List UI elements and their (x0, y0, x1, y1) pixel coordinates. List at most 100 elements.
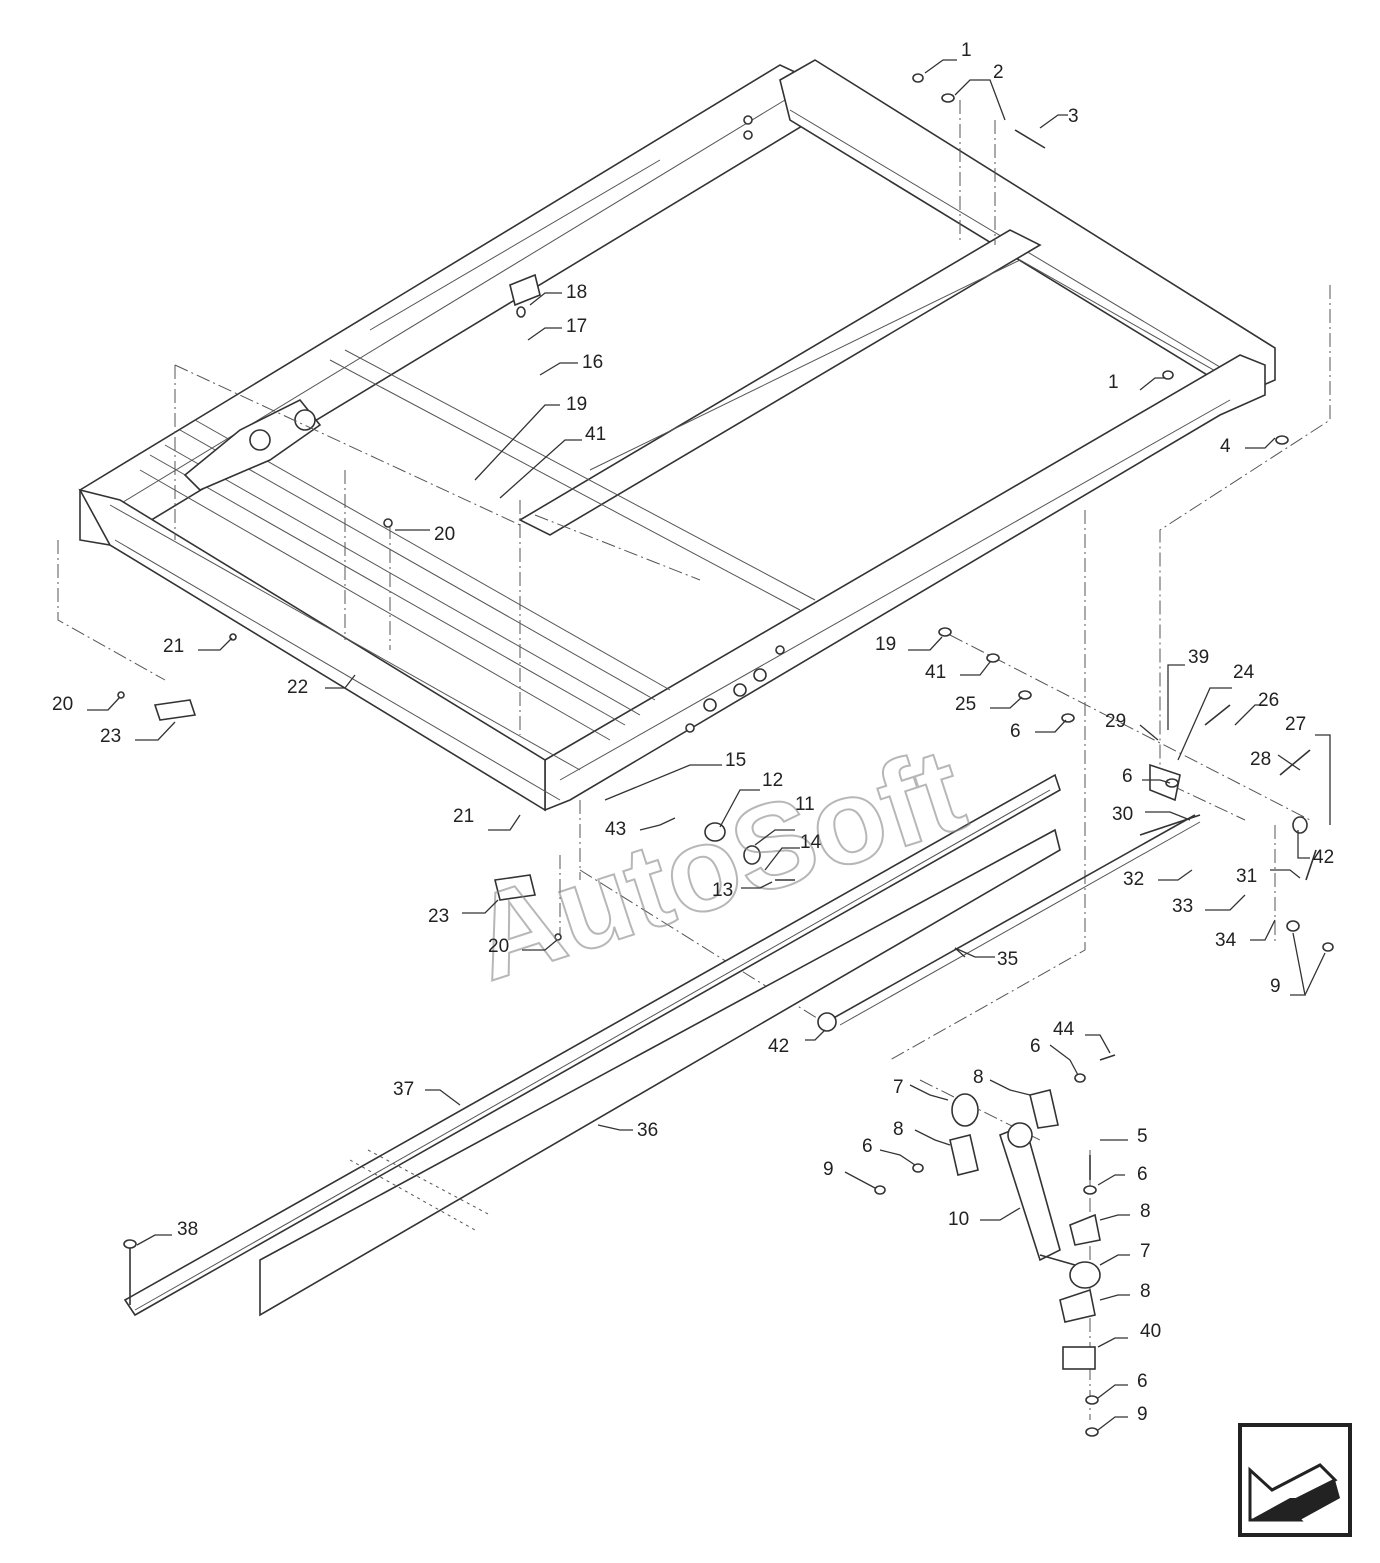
callout-24: 24 (1177, 662, 1255, 761)
callout-20-bottom: 20 (488, 936, 558, 957)
callout-label-12: 12 (762, 770, 783, 791)
callout-label-10: 10 (948, 1209, 969, 1230)
callout-19-right: 19 (875, 634, 943, 655)
callout-41-top: 41 (499, 424, 606, 499)
callout-label-1-right: 1 (1108, 372, 1119, 393)
callout-18: 18 (529, 282, 587, 306)
callout-label-31: 31 (1236, 866, 1257, 887)
back-arrow-icon[interactable] (1238, 1423, 1352, 1537)
callout-label-43: 43 (605, 819, 626, 840)
callout-label-35: 35 (997, 949, 1018, 970)
callout-label-40: 40 (1140, 1321, 1161, 1342)
callout-label-7-bottom: 7 (1140, 1241, 1151, 1262)
callout-label-37: 37 (393, 1079, 414, 1100)
callout-6-a: 6 (1010, 719, 1067, 742)
callout-label-3: 3 (1068, 106, 1079, 127)
callout-label-20-left: 20 (52, 694, 73, 715)
callout-9-right: 9 (1270, 932, 1326, 997)
callout-label-27: 27 (1285, 714, 1306, 735)
callout-20-mid: 20 (395, 524, 455, 545)
callout-label-29: 29 (1105, 711, 1126, 732)
callout-label-41-right: 41 (925, 662, 946, 683)
callout-43: 43 (605, 817, 676, 840)
callout-label-5: 5 (1137, 1126, 1148, 1147)
callout-15: 15 (604, 750, 746, 801)
callout-5: 5 (1100, 1126, 1148, 1147)
callout-34: 34 (1215, 919, 1276, 951)
callout-label-19-top: 19 (566, 394, 587, 415)
callout-28: 28 (1250, 749, 1301, 771)
callout-37: 37 (393, 1079, 461, 1106)
callout-6-mid: 6 (1097, 1164, 1148, 1186)
callout-22: 22 (287, 674, 356, 698)
callout-40: 40 (1097, 1321, 1161, 1348)
callout-label-39: 39 (1188, 647, 1209, 668)
callout-label-26: 26 (1258, 690, 1279, 711)
callout-label-20-bottom: 20 (488, 936, 509, 957)
callout-25: 25 (955, 694, 1023, 715)
callout-35: 35 (954, 947, 1018, 970)
callout-label-6-b: 6 (1122, 766, 1133, 787)
callout-6-bottom: 6 (1097, 1371, 1148, 1399)
linkage-assembly (117, 73, 1334, 1437)
callout-label-19-right: 19 (875, 634, 896, 655)
callout-39: 39 (1167, 647, 1209, 730)
callout-1: 1 (924, 40, 972, 74)
callout-label-4: 4 (1220, 436, 1231, 457)
callout-21-mid: 21 (453, 806, 521, 831)
callout-label-1: 1 (961, 40, 972, 61)
callout-7-top: 7 (893, 1077, 949, 1101)
callout-9-bottom: 9 (1097, 1404, 1148, 1431)
callout-1-right: 1 (1108, 372, 1165, 393)
callout-label-36: 36 (637, 1120, 658, 1141)
callout-label-8-right-a: 8 (1140, 1201, 1151, 1222)
callout-32: 32 (1123, 869, 1193, 890)
callout-8-right-a: 8 (1099, 1201, 1151, 1222)
callout-label-24: 24 (1233, 662, 1255, 683)
callout-label-14: 14 (800, 832, 822, 853)
callout-7-bottom: 7 (1099, 1241, 1151, 1266)
callout-42-bottom: 42 (768, 1029, 826, 1057)
callout-4: 4 (1220, 436, 1276, 457)
callout-label-17: 17 (566, 316, 587, 337)
callout-8-left: 8 (893, 1119, 951, 1146)
callout-14: 14 (764, 832, 822, 871)
callout-label-9-left: 9 (823, 1159, 834, 1180)
callout-label-8-top: 8 (973, 1067, 984, 1088)
callout-label-20-mid: 20 (434, 524, 455, 545)
callout-label-21-left: 21 (163, 636, 184, 657)
callout-6-b: 6 (1122, 766, 1171, 787)
callout-label-6-mid: 6 (1137, 1164, 1148, 1185)
callout-12: 12 (719, 770, 783, 828)
callout-label-13: 13 (712, 880, 733, 901)
lower-rails (123, 773, 1201, 1317)
callout-27: 27 (1285, 714, 1331, 825)
callout-38: 38 (136, 1219, 198, 1246)
callout-6-c: 6 (1030, 1036, 1079, 1076)
callout-8-top: 8 (973, 1067, 1031, 1096)
callout-label-18: 18 (566, 282, 587, 303)
callout-label-44: 44 (1053, 1019, 1075, 1040)
callout-label-7-top: 7 (893, 1077, 904, 1098)
callout-44: 44 (1053, 1019, 1111, 1054)
callout-label-23-mid: 23 (428, 906, 449, 927)
callout-17: 17 (527, 316, 587, 341)
main-frame (78, 59, 1276, 812)
callout-label-8-right-b: 8 (1140, 1281, 1151, 1302)
callout-label-6-bottom: 6 (1137, 1371, 1148, 1392)
assembly-lines (57, 100, 1331, 1420)
callout-29: 29 (1105, 711, 1159, 741)
callout-42-right: 42 (1297, 830, 1334, 868)
callout-19-top: 19 (474, 394, 587, 481)
callout-label-9-bottom: 9 (1137, 1404, 1148, 1425)
callout-label-30: 30 (1112, 804, 1133, 825)
callouts: 1 2 3 18 17 16 19 41 1 4 20 21 20 23 22 … (52, 40, 1334, 1431)
callout-label-6-c: 6 (1030, 1036, 1041, 1057)
callout-11: 11 (754, 794, 815, 846)
callout-6-left: 6 (862, 1136, 916, 1166)
callout-label-15: 15 (725, 750, 746, 771)
callout-label-28: 28 (1250, 749, 1271, 770)
callout-3: 3 (1039, 106, 1079, 129)
callout-41-right: 41 (925, 661, 991, 683)
